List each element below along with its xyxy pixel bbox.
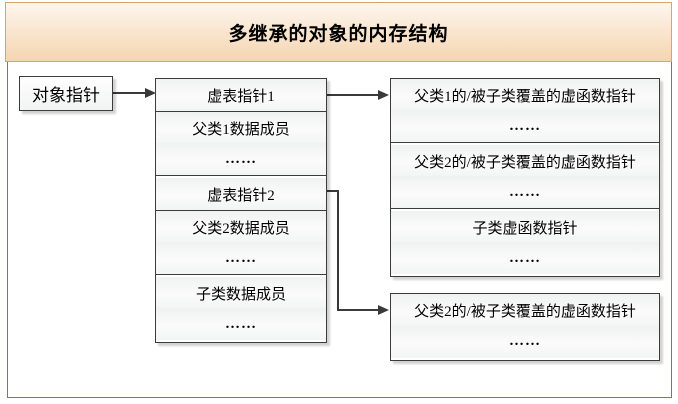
vtable2-table: 父类2的/被子类覆盖的虚函数指针 …… bbox=[390, 293, 660, 361]
object-memory-table: 虚表指针1 父类1数据成员 …… 虚表指针2 父类2数据成员 …… 子类数据成员… bbox=[155, 78, 327, 343]
diagram-header: 多继承的对象的内存结构 bbox=[5, 2, 672, 62]
table-row: 虚表指针1 bbox=[156, 79, 326, 112]
table-row: 父类1的/被子类覆盖的虚函数指针 bbox=[391, 79, 659, 112]
table-row: 父类1数据成员 bbox=[156, 112, 326, 145]
table-row: 父类2的/被子类覆盖的虚函数指针 bbox=[391, 145, 659, 178]
diagram-title: 多继承的对象的内存结构 bbox=[228, 23, 449, 45]
table-row: …… bbox=[156, 308, 326, 340]
table-row: …… bbox=[391, 110, 659, 143]
table-row: …… bbox=[156, 143, 326, 176]
object-pointer-label: 对象指针 bbox=[32, 86, 100, 105]
table-row: 父类2的/被子类覆盖的虚函数指针 bbox=[391, 294, 659, 328]
table-row: 父类2数据成员 bbox=[156, 211, 326, 244]
table-row: …… bbox=[391, 176, 659, 209]
table-row: 子类虚函数指针 bbox=[391, 211, 659, 244]
table-row: …… bbox=[391, 242, 659, 274]
vtable1-table: 父类1的/被子类覆盖的虚函数指针 …… 父类2的/被子类覆盖的虚函数指针 …… … bbox=[390, 78, 660, 277]
table-row: 虚表指针2 bbox=[156, 178, 326, 211]
table-row: …… bbox=[391, 325, 659, 358]
object-pointer-box: 对象指针 bbox=[19, 76, 113, 111]
table-row: …… bbox=[156, 242, 326, 275]
table-row: 子类数据成员 bbox=[156, 277, 326, 310]
